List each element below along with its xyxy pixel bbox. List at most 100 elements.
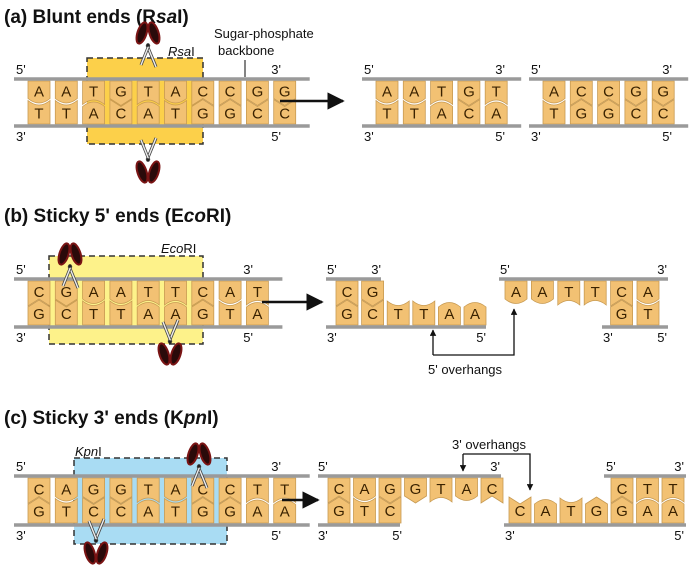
panel-a-before-bottom-base-letter: G [224,106,236,123]
panel-c-before-top-base [218,477,242,505]
panel-b-left-bottom-base [386,300,410,326]
panel-a-fragment-left-bottom-base [457,98,481,125]
panel-c-right-label-3: 3' [674,459,684,474]
panel-a-fragment-right-label-bottom-right: 5' [662,129,672,144]
panel-a-fragment-right-label-bottom-left: 3' [531,129,541,144]
panel-a-before-bottom-base-letter: C [252,106,263,123]
panel-c-before-label-bottom-left: 3' [16,528,26,543]
panel-c-before-bottom-base [27,497,51,524]
panel-c-left-top-base [404,477,427,504]
panel-c-before-bottom-base-letter: A [280,504,290,521]
panel-c-left-top-letter: G [384,481,396,498]
panel-a-before-top-base [54,80,78,104]
panel-a-fragment-right-bottom-base-letter: G [603,106,615,123]
panel-a-fragment-left-top-base [457,80,481,106]
panel-c-right-bottom-base [508,496,532,524]
panel-a-before-top-base-letter: T [89,84,98,101]
panel-c-before-bottom-base-letter: G [197,504,209,521]
panel-a-before-bottom-base-letter: G [197,106,209,123]
panel-c-left-bottom-base [327,496,351,524]
scissors-top-icon-blade-edge [140,44,150,66]
panel-b-before-top-base [218,280,242,304]
panel-c-right-bottom-letter: C [515,503,526,520]
panel-a-before-top-base [109,80,133,106]
panel-b-right-bottom-base [610,299,633,326]
panel-a-before-bottom-base [109,98,133,125]
panel-a-fragment-left-label-top-left: 5' [364,62,374,77]
panel-c-left-top-letter: C [334,481,345,498]
panel-a-before-top-base-letter: A [34,84,44,101]
panel-b-before-top-base [82,280,105,304]
panel-c-before-top-base [27,477,51,505]
panel-c-left-bottom-letter: G [333,503,345,520]
panel-c-left-label-3b: 3' [318,528,328,543]
panel-a-before-bottom-base [27,99,51,125]
panel-c-right-bottom-letter: G [591,503,603,520]
panel-a-before-bottom-base-letter: C [279,106,290,123]
panel-b-right-top-base [610,280,633,307]
panel-c-before-top-base [246,477,269,504]
panel-a-fragment-right-top-base [542,80,566,104]
panel-b-right-bottom-letter: G [616,306,628,323]
panel-b-before-label-bottom-right: 5' [243,330,253,345]
panel-a-fragment-right-label-top-right: 3' [662,62,672,77]
panel-a-before-top-base [136,80,160,106]
overhang-label-3prime: 3' overhangs [452,437,527,452]
panel-b-before-bottom-base-letter: G [197,306,209,323]
panel-b-before-bottom-base-letter: A [170,306,180,323]
panel-a-before-top-base [27,80,51,104]
panel-a-fragment-left-top-base [484,80,508,106]
panel-b-right-top-letter: T [564,284,573,301]
panel-a-before-top-base-letter: C [197,84,208,101]
panel-c-right-bottom-letter: A [540,503,550,520]
panel-c-before-bottom-base [191,497,215,524]
panel-b-right-top-base [583,280,607,306]
panel-c-before-top-base [273,477,297,504]
panel-b-before-bottom-base-letter: A [143,306,153,323]
panel-c-before-bottom-base [136,499,160,524]
panel-c-left-top-base [455,477,478,501]
panel-b-before-top-base-letter: T [144,284,153,301]
panel-c-before-bottom-base-letter: G [224,504,236,521]
scissors-top-icon [135,21,161,68]
panel-c-left-top-base [327,477,351,504]
panel-a-fragment-right-top-base [624,80,648,106]
panel-a-fragment-left-bottom-base [375,99,399,125]
panel-a-fragment-right-top-base-letter: C [603,84,614,101]
scissors-top-icon-handle [147,21,161,45]
panel-b-before-top-base [191,280,215,307]
panel-b-before-top-base [27,280,51,307]
panel-c-before-top-base-letter: A [61,482,71,499]
panel-b-before-bottom-base [218,300,242,326]
panel-b-left-label-5: 5' [327,262,337,277]
panel-b-before-bottom-base-letter: T [89,306,98,323]
panel-c-before-top-base-letter: G [88,482,100,499]
panel-b-before-top-base-letter: T [171,284,180,301]
panel-a-fragment-right-label-top-left: 5' [531,62,541,77]
panel-c-left-top-base [378,477,402,504]
panel-c-before-bottom-base-letter: C [88,504,99,521]
panel-a-before-label-top-left: 5' [16,62,26,77]
scissors-bottom-icon-pivot [146,158,150,162]
panel-b-before-bottom-base-letter: C [61,306,72,323]
panel-b-before-bottom-base [136,302,160,326]
panel-a-before-label-top-right: 3' [271,62,281,77]
panel-c-right-bottom-letter: A [668,503,678,520]
panel-c-right-label-3b: 3' [505,528,515,543]
panel-a-before-top-base-letter: T [144,84,153,101]
enzyme-label-rsai: RsaI [168,44,195,59]
panel-c-before-bottom-base-letter: T [171,504,180,521]
overhang-arrow-right [433,308,518,356]
scissors-bottom-icon-handle [157,342,171,366]
panel-b-left-label-3: 3' [371,262,381,277]
panel-c-right-bottom-base [559,497,583,524]
panel-a-fragment-right-bottom-base-letter: C [630,106,641,123]
panel-b-before-top-base [109,280,133,304]
panel-a-before-bottom-base-letter: A [89,106,99,123]
panel-c-left-top-base [480,477,504,504]
panel-b-before-bottom-base [191,299,215,326]
panel-b-right-bottom-base [636,300,660,326]
panel-a-before-top-base-letter: A [170,84,180,101]
panel-b-before-top-base-letter: A [89,284,99,301]
panel-a-fragment-left-bottom-base-letter: T [410,106,419,123]
